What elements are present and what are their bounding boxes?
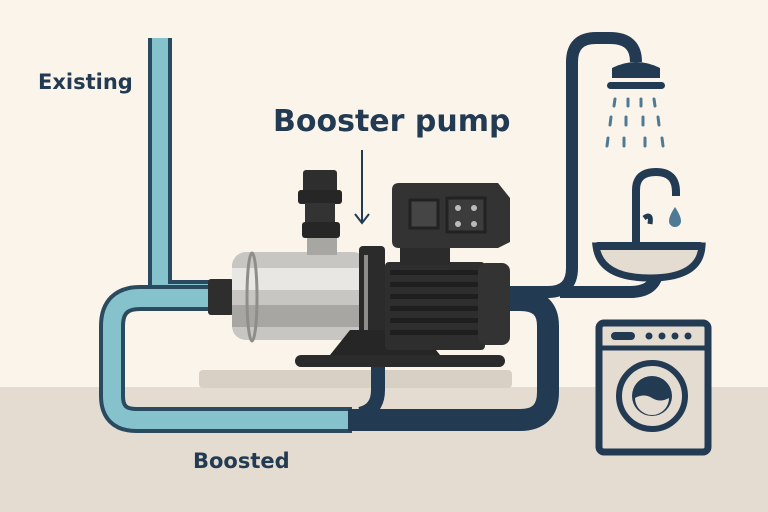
existing-label: Existing xyxy=(38,70,133,94)
pump-platform xyxy=(199,370,512,388)
booster-pump xyxy=(208,170,510,367)
existing-pipe xyxy=(99,38,352,433)
shower-head-icon xyxy=(605,62,665,148)
pointer-arrow-icon xyxy=(354,150,370,225)
washing-machine-icon xyxy=(595,319,712,456)
sink-faucet-icon xyxy=(592,167,706,282)
boosted-label: Boosted xyxy=(193,449,290,473)
booster-pump-label: Booster pump xyxy=(273,104,511,139)
